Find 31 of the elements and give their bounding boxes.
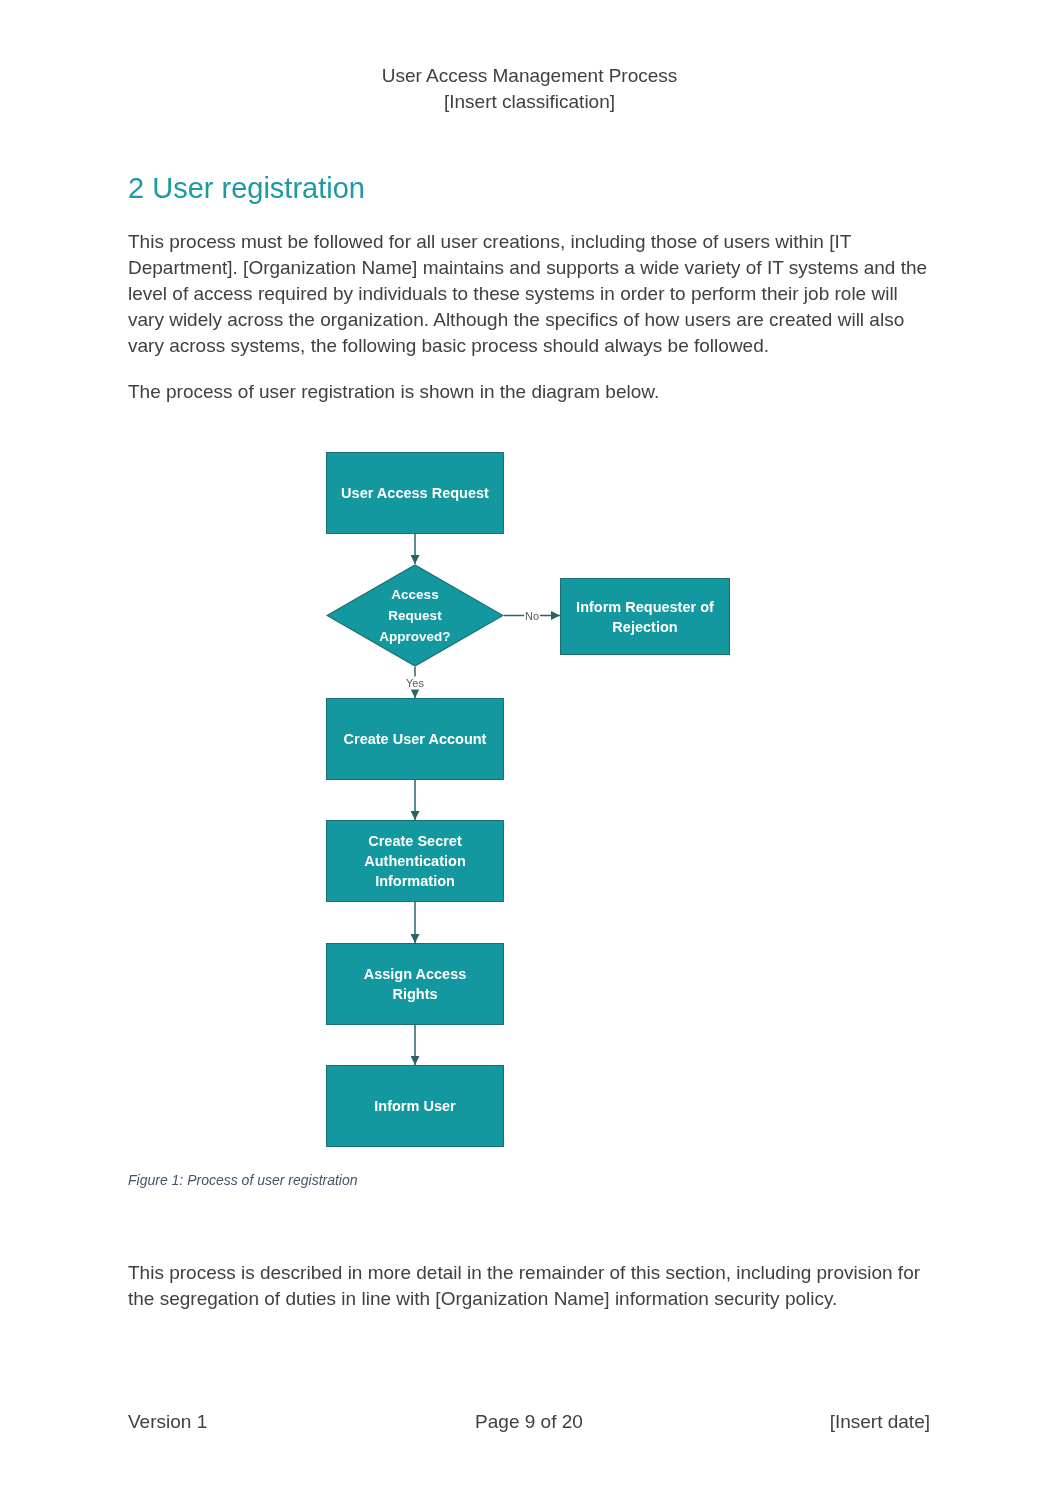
decision-label: Access Request Approved? <box>378 586 452 646</box>
process-label: Create Secret Authentication Information <box>363 832 467 891</box>
edge-label: Yes <box>405 676 425 689</box>
page-header-classification: [Insert classification] <box>443 90 616 114</box>
body-paragraph: This process is described in more detail in the remainder of this section, including provision for the segregation of duties in line with [Organization Name] information security policy. <box>128 1261 922 1311</box>
body-paragraph: The process of user registration is shown in the diagram below. <box>128 380 661 404</box>
process-box <box>560 578 730 655</box>
body-paragraph: This process must be followed for all user creations, including those of users within [IT Department]. [Organization Name] maintains and supports a wide variety of IT systems and the level of access required by individuals to these systems in order to perform their job role will vary widely across the organization. Although the specifics of how users are created will also vary across systems, the following basic process should always be followed. <box>128 230 929 358</box>
process-label: Inform Requester of Rejection <box>575 597 715 637</box>
arrow <box>503 611 561 620</box>
footer-date: [Insert date] <box>829 1410 930 1434</box>
page-header-title: User Access Management Process <box>381 64 678 88</box>
footer-page-number: Page 9 of 20 <box>475 1410 583 1434</box>
arrow <box>410 779 420 821</box>
figure-caption: Figure 1: Process of user registration <box>128 1171 358 1190</box>
process-box <box>326 1065 504 1147</box>
section-heading: 2 User registration <box>128 171 365 206</box>
process-label: Assign Access Rights <box>362 965 468 1004</box>
process-label: Create User Account <box>343 730 487 749</box>
footer-version: Version 1 <box>128 1410 208 1434</box>
arrow <box>410 533 420 565</box>
decision-diamond <box>326 564 504 667</box>
process-box <box>326 820 504 902</box>
process-label: Inform User <box>374 1097 456 1116</box>
arrow <box>410 1024 420 1066</box>
process-label: User Access Request <box>341 484 489 503</box>
edge-label: No <box>523 609 541 622</box>
arrow <box>410 901 420 944</box>
process-box <box>326 452 504 534</box>
process-box <box>326 698 504 780</box>
process-box <box>326 943 504 1025</box>
